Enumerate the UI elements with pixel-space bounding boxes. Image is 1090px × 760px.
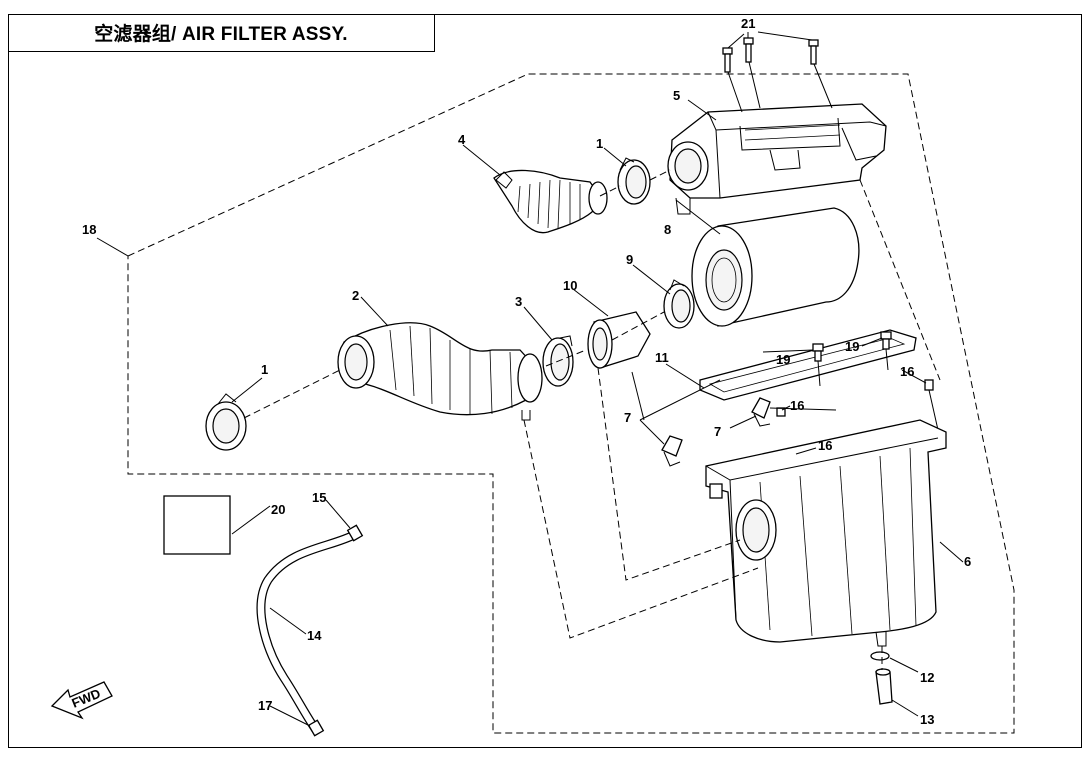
part-17-tube-end — [307, 719, 325, 737]
callout-7-left: 7 — [624, 410, 631, 425]
part-21-bolts — [722, 31, 833, 113]
guide-gasket-3 — [631, 371, 645, 421]
callout-6: 6 — [964, 554, 971, 569]
callout-leaders — [96, 99, 964, 727]
part-5-airbox-cover — [667, 103, 887, 215]
callout-16-middle: 16 — [790, 398, 804, 413]
part-9-clamp — [663, 279, 695, 329]
guide-lower — [523, 419, 759, 639]
part-1-clamp-lower — [205, 393, 247, 451]
callout-19-left: 19 — [776, 352, 790, 367]
fwd-direction-arrow: FWD — [50, 681, 113, 720]
callout-13: 13 — [920, 712, 934, 727]
callout-7-right: 7 — [714, 424, 721, 439]
part-20-label-sticker — [163, 495, 231, 555]
callout-9: 9 — [626, 252, 633, 267]
assembly-boundary — [127, 73, 1015, 734]
callout-16-right: 16 — [900, 364, 914, 379]
part-8-filter-element — [691, 207, 860, 327]
part-7-clips — [661, 397, 771, 467]
page-title: 空滤器组/ AIR FILTER ASSY. — [94, 24, 348, 45]
title-box: 空滤器组/ AIR FILTER ASSY. — [8, 14, 435, 52]
guide-gasket-2 — [769, 407, 837, 411]
part-14-breather-tube — [256, 529, 361, 735]
part-19-screws — [812, 331, 892, 387]
guide-gasket-1 — [639, 379, 721, 421]
callout-2: 2 — [352, 288, 359, 303]
part-15-tube-end — [346, 524, 364, 542]
callout-numbers: 21 5 4 1 8 9 18 2 3 10 11 19 19 16 1 16 … — [82, 16, 971, 727]
leader-1-5 — [649, 169, 671, 181]
callout-5: 5 — [673, 88, 680, 103]
callout-21: 21 — [741, 16, 755, 31]
callout-12: 12 — [920, 670, 934, 685]
guide-middle — [597, 367, 741, 581]
callout-4: 4 — [458, 132, 466, 147]
callout-20: 20 — [271, 502, 285, 517]
callout-3: 3 — [515, 294, 522, 309]
leader-3-10 — [545, 349, 587, 367]
callout-1-lower: 1 — [261, 362, 268, 377]
part-10-connector — [587, 311, 651, 369]
leader-4-1 — [599, 185, 621, 197]
part-6-airbox-housing — [705, 419, 947, 647]
drawing-frame — [8, 14, 1082, 748]
part-4-inlet-duct — [493, 169, 608, 234]
leader-10-9 — [611, 311, 665, 341]
callout-1-upper: 1 — [596, 136, 603, 151]
part-13-drain-cap — [875, 668, 893, 705]
callout-14: 14 — [307, 628, 322, 643]
callout-17: 17 — [258, 698, 272, 713]
part-12-drain-clamp — [870, 651, 890, 661]
callout-15: 15 — [312, 490, 326, 505]
callout-8: 8 — [664, 222, 671, 237]
part-3-clamp — [542, 335, 574, 387]
callout-18: 18 — [82, 222, 96, 237]
leader-1-2 — [243, 369, 341, 419]
part-1-clamp-upper — [617, 157, 651, 205]
guide-right — [859, 179, 941, 381]
callout-11: 11 — [655, 350, 669, 365]
callout-19-right: 19 — [845, 339, 859, 354]
callout-16-lower: 16 — [818, 438, 832, 453]
callout-10: 10 — [563, 278, 577, 293]
part-2-intake-hose — [337, 322, 543, 421]
